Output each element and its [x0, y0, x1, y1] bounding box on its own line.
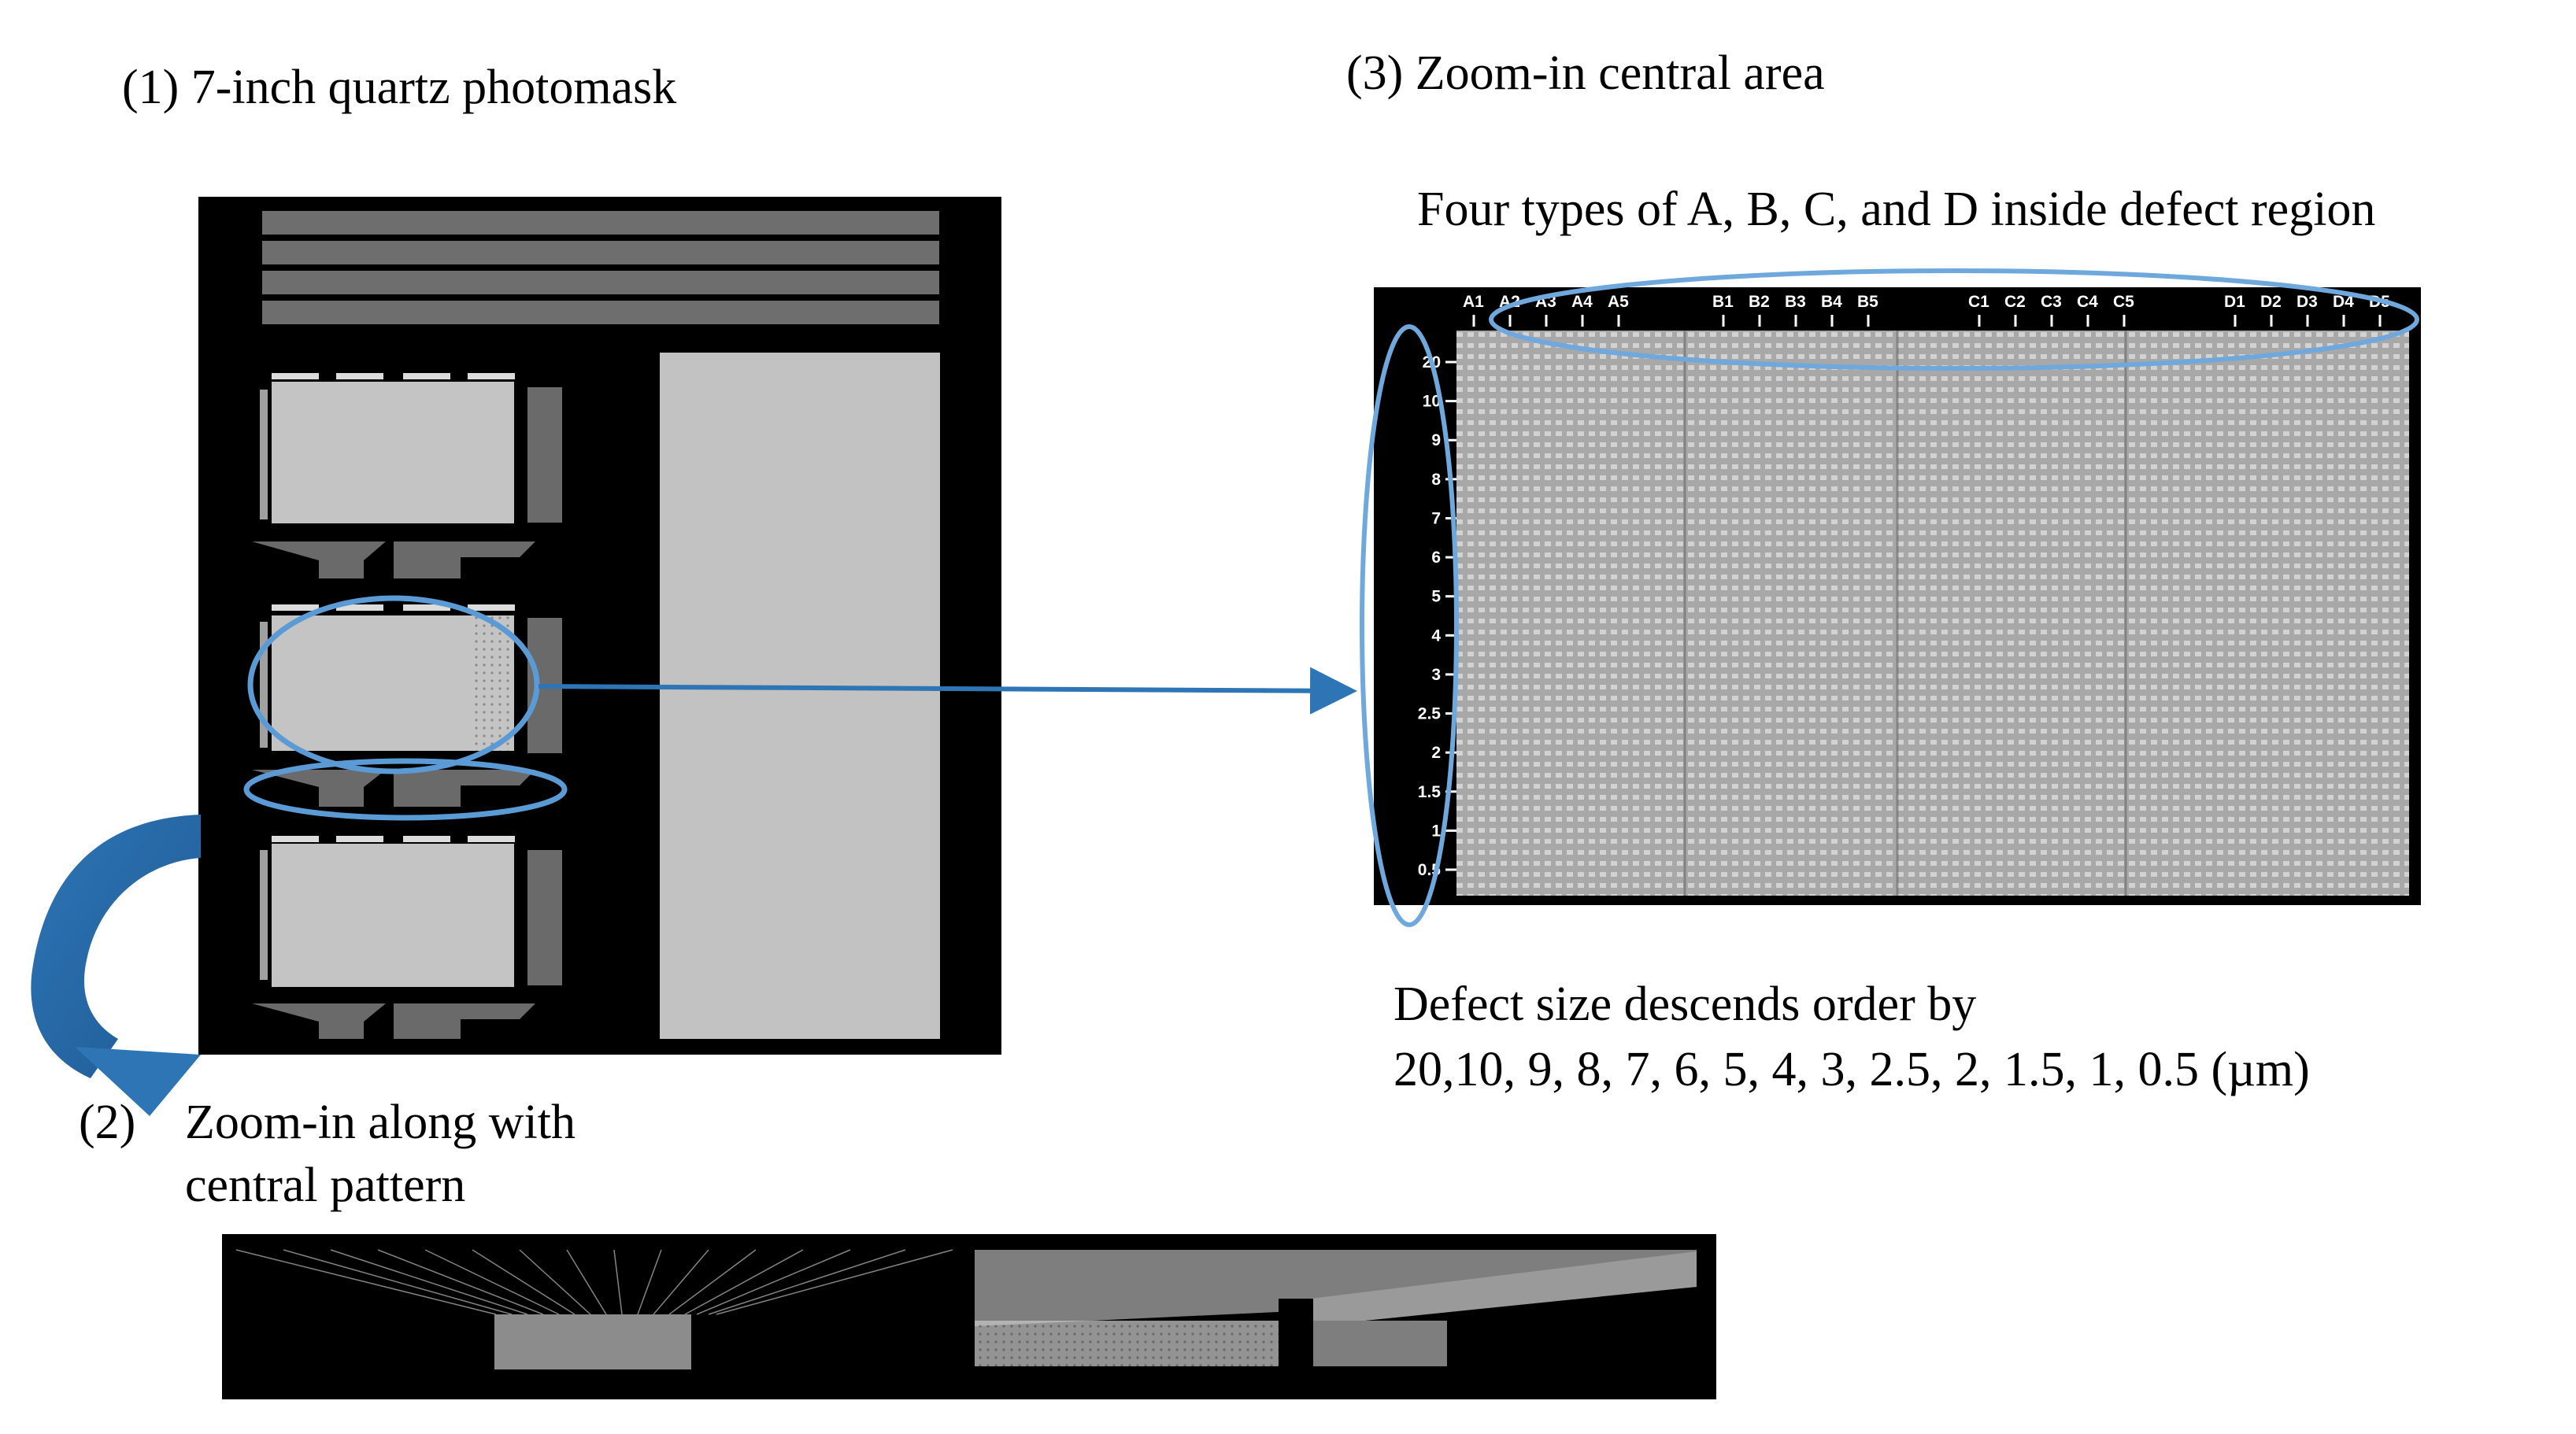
- row-label-4: 4: [1431, 626, 1441, 645]
- row-label-6: 6: [1431, 549, 1441, 567]
- panel3-subtitle: Four types of A, B, C, and D inside defe…: [1417, 183, 2376, 236]
- photomask-image: [198, 197, 1001, 1055]
- row-label-10: 10: [1423, 393, 1441, 411]
- row-label-2: 2: [1431, 744, 1441, 762]
- zoom-arrow-along: [31, 815, 201, 1116]
- column-label-b2: B2: [1749, 293, 1770, 311]
- column-label-c2: C2: [2004, 293, 2026, 311]
- column-label-c4: C4: [2077, 293, 2098, 311]
- panel2-number: (2): [79, 1096, 136, 1149]
- column-label-a4: A4: [1571, 293, 1593, 311]
- column-label-c1: C1: [1968, 293, 1989, 311]
- column-label-d4: D4: [2333, 293, 2354, 311]
- row-label-2-5: 2.5: [1418, 705, 1442, 723]
- panel3-title: (3) Zoom-in central area: [1346, 46, 1825, 100]
- column-label-c5: C5: [2113, 293, 2134, 311]
- column-label-b4: B4: [1821, 293, 1842, 311]
- column-label-b5: B5: [1857, 293, 1878, 311]
- defect-size-caption-line2: 20,10, 9, 8, 7, 6, 5, 4, 3, 2.5, 2, 1.5,…: [1393, 1043, 2310, 1096]
- column-label-d3: D3: [2297, 293, 2318, 311]
- column-label-d2: D2: [2260, 293, 2282, 311]
- row-sizes-highlight: [1360, 324, 1459, 927]
- row-label-1: 1: [1431, 822, 1441, 840]
- panel1-title: (1) 7-inch quartz photomask: [122, 61, 677, 114]
- zoom-arrow-central: [538, 667, 1357, 715]
- column-label-b3: B3: [1785, 293, 1806, 311]
- row-label-9: 9: [1431, 431, 1441, 449]
- panel2-title-line1: Zoom-in along with: [185, 1096, 576, 1149]
- central-area-highlight: [247, 595, 540, 774]
- row-label-8: 8: [1431, 471, 1441, 489]
- row-label-5: 5: [1431, 588, 1441, 606]
- large-pattern-block: [660, 353, 940, 1039]
- zoom-strip-image: [222, 1234, 1716, 1399]
- pattern-block-3: [252, 836, 562, 1039]
- panel2-title-line2: central pattern: [185, 1159, 466, 1212]
- row-label-1-5: 1.5: [1418, 783, 1442, 801]
- column-types-highlight: [1489, 268, 2419, 371]
- fan-pattern: [235, 1249, 953, 1315]
- column-label-d1: D1: [2224, 293, 2245, 311]
- row-label-7: 7: [1431, 509, 1441, 527]
- column-label-c3: C3: [2041, 293, 2062, 311]
- pattern-block-1: [252, 373, 562, 578]
- column-label-b1: B1: [1712, 293, 1734, 311]
- defect-size-caption-line1: Defect size descends order by: [1393, 978, 1977, 1031]
- along-pattern-highlight: [243, 758, 568, 821]
- column-label-a1: A1: [1463, 293, 1484, 311]
- top-stripes: [262, 211, 939, 324]
- row-label-3: 3: [1431, 666, 1441, 684]
- pattern-block-2: [252, 604, 562, 807]
- column-label-a5: A5: [1608, 293, 1629, 311]
